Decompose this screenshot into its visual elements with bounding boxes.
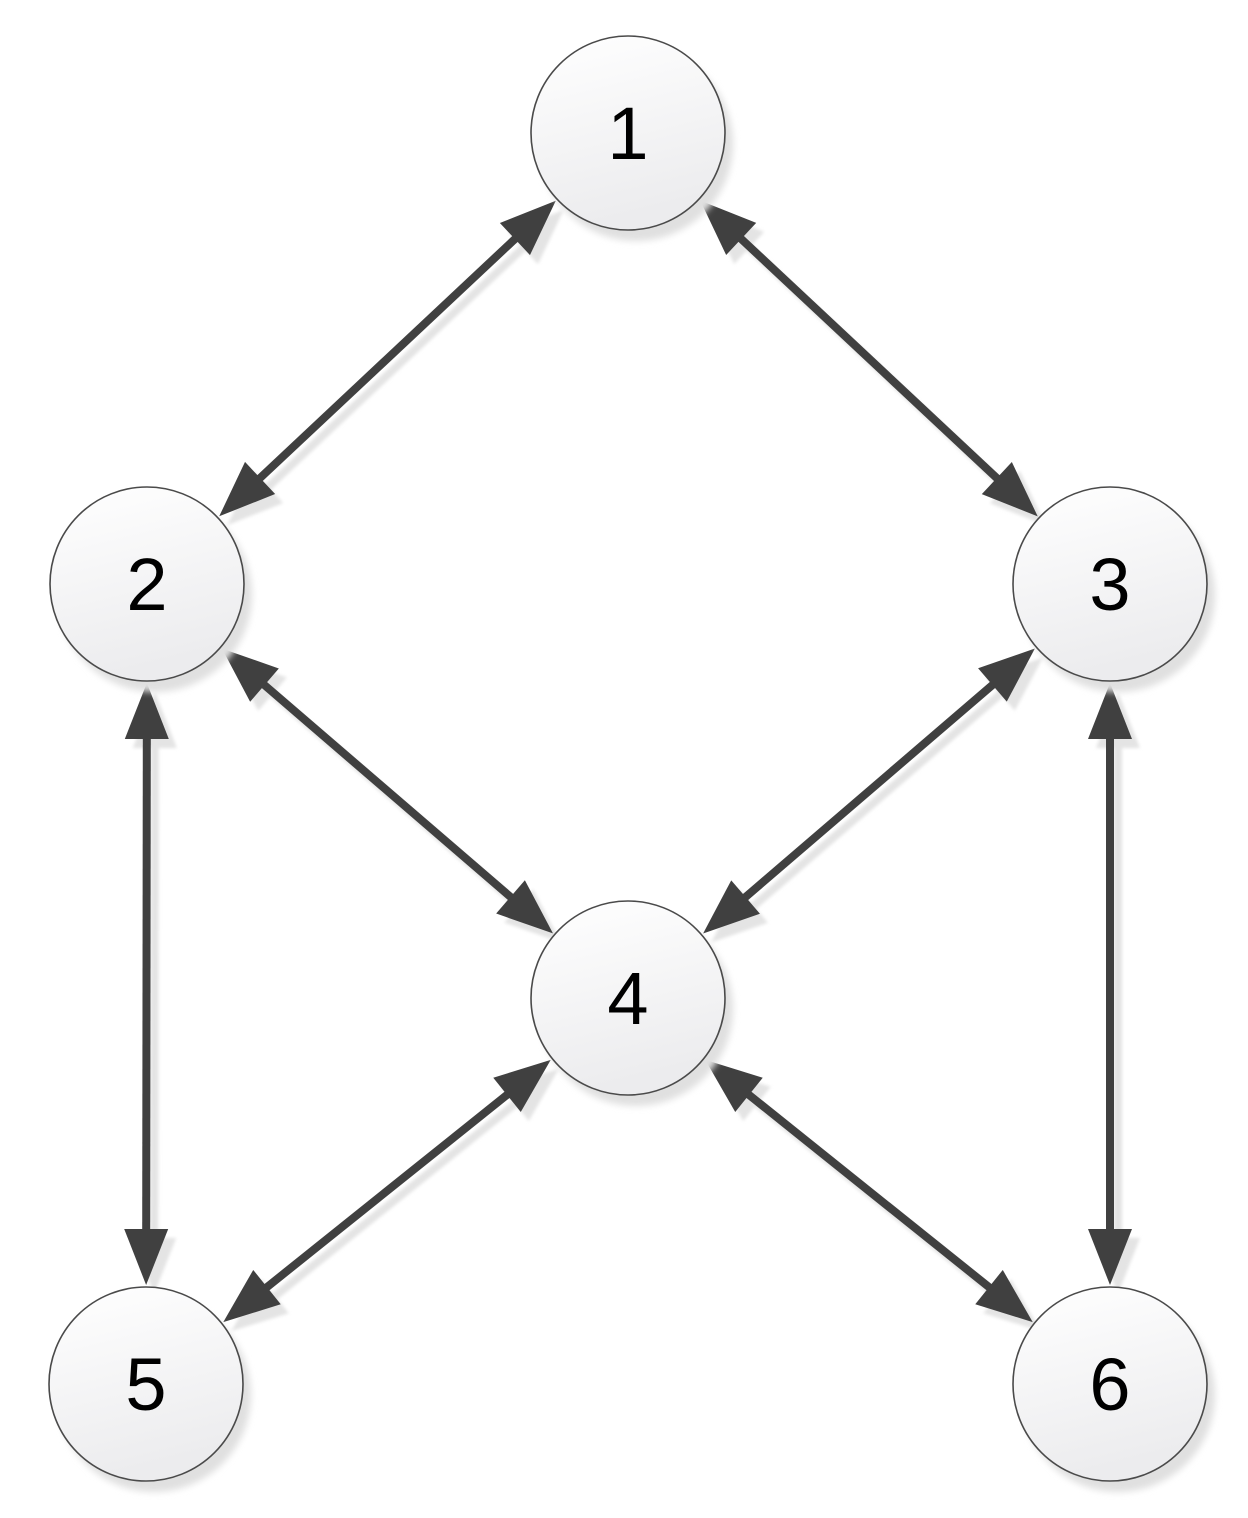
node-4: 4	[530, 900, 733, 1106]
node-3: 3	[1012, 486, 1215, 692]
arrowhead	[705, 1059, 763, 1113]
arrowhead	[1088, 683, 1132, 739]
edge-arrow	[223, 1059, 551, 1323]
edge-line	[736, 676, 1002, 906]
arrowhead	[124, 1228, 169, 1286]
node-circle	[1012, 486, 1208, 682]
node-circle	[49, 486, 245, 682]
edge-shadow	[711, 657, 1043, 943]
node-1: 1	[530, 35, 733, 241]
node-6: 6	[1012, 1286, 1215, 1492]
arrowhead	[978, 648, 1035, 702]
edge-4-5	[223, 1059, 559, 1332]
node-label: 1	[607, 92, 648, 175]
edge-arrow	[1088, 683, 1132, 1285]
arrowhead	[499, 200, 556, 256]
node-label: 5	[125, 1343, 166, 1426]
edge-line	[251, 230, 524, 487]
node-label: 3	[1089, 543, 1130, 626]
arrowhead	[981, 462, 1038, 517]
arrowhead	[496, 880, 553, 934]
node-circle	[530, 900, 726, 1096]
arrowhead	[222, 648, 279, 702]
edge-line	[740, 1086, 998, 1296]
edge-1-2	[219, 200, 564, 526]
arrowhead	[124, 682, 169, 740]
edge-4-6	[705, 1059, 1041, 1332]
edge-3-4	[703, 648, 1043, 943]
edge-line	[266, 1095, 524, 1305]
arrowhead	[703, 880, 760, 934]
edge-line	[142, 730, 151, 1238]
arrowhead	[223, 1269, 281, 1323]
node-circle	[48, 1286, 244, 1482]
node-circle	[530, 35, 726, 231]
edge-2-5	[124, 682, 177, 1295]
node-label: 6	[1089, 1343, 1130, 1426]
edge-arrow	[124, 682, 169, 1286]
node-label: 4	[607, 957, 648, 1040]
arrowhead	[219, 461, 276, 517]
edge-shadow	[227, 209, 564, 526]
edge-2-4	[222, 648, 561, 943]
edge-line	[150, 739, 159, 1247]
edge-arrow	[703, 648, 1035, 934]
edge-shadow	[231, 1068, 559, 1332]
edge-line	[744, 685, 1010, 915]
arrowhead	[493, 1059, 551, 1113]
nodes-layer: 1 2 3 4 5 6	[48, 35, 1215, 1492]
edge-line	[255, 676, 520, 906]
edge-arrow	[219, 200, 556, 517]
edge-shadow	[1096, 692, 1140, 1294]
node-5: 5	[48, 1286, 251, 1492]
edge-line	[259, 239, 532, 496]
edge-1-3	[700, 200, 1046, 526]
edge-line	[258, 1086, 516, 1296]
node-label: 2	[126, 543, 167, 626]
edge-3-6	[1088, 683, 1140, 1294]
edge-arrow	[705, 1059, 1033, 1323]
edge-shadow	[132, 691, 177, 1295]
edges-layer	[124, 200, 1140, 1332]
arrowhead	[700, 200, 757, 255]
edge-arrow	[222, 648, 553, 934]
node-2: 2	[49, 486, 252, 692]
edge-arrow	[700, 200, 1038, 517]
edge-line	[732, 230, 1006, 487]
arrowhead	[975, 1269, 1033, 1323]
node-circle	[1012, 1286, 1208, 1482]
arrowhead	[1088, 1229, 1132, 1285]
